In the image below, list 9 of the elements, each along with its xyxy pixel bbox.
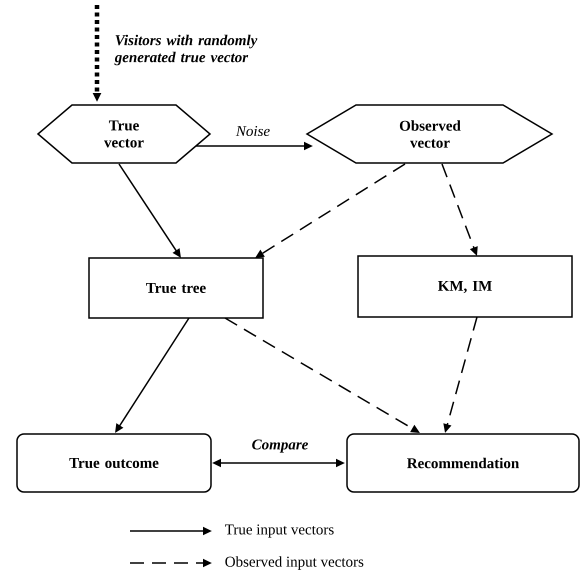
edge-label: Noise [236,126,270,136]
legend-text: True input vectors [225,524,334,538]
rounded-box: True outcome [16,433,212,493]
process-box: KM, IM [357,255,573,318]
process-box: True tree [88,257,264,319]
rounded-box: Recommendation [346,433,580,493]
edge-label: Compare [252,439,308,453]
legend-text: Observed input vectors [225,556,364,570]
edge-label: Visitors with randomly generated true vector [114,34,258,66]
